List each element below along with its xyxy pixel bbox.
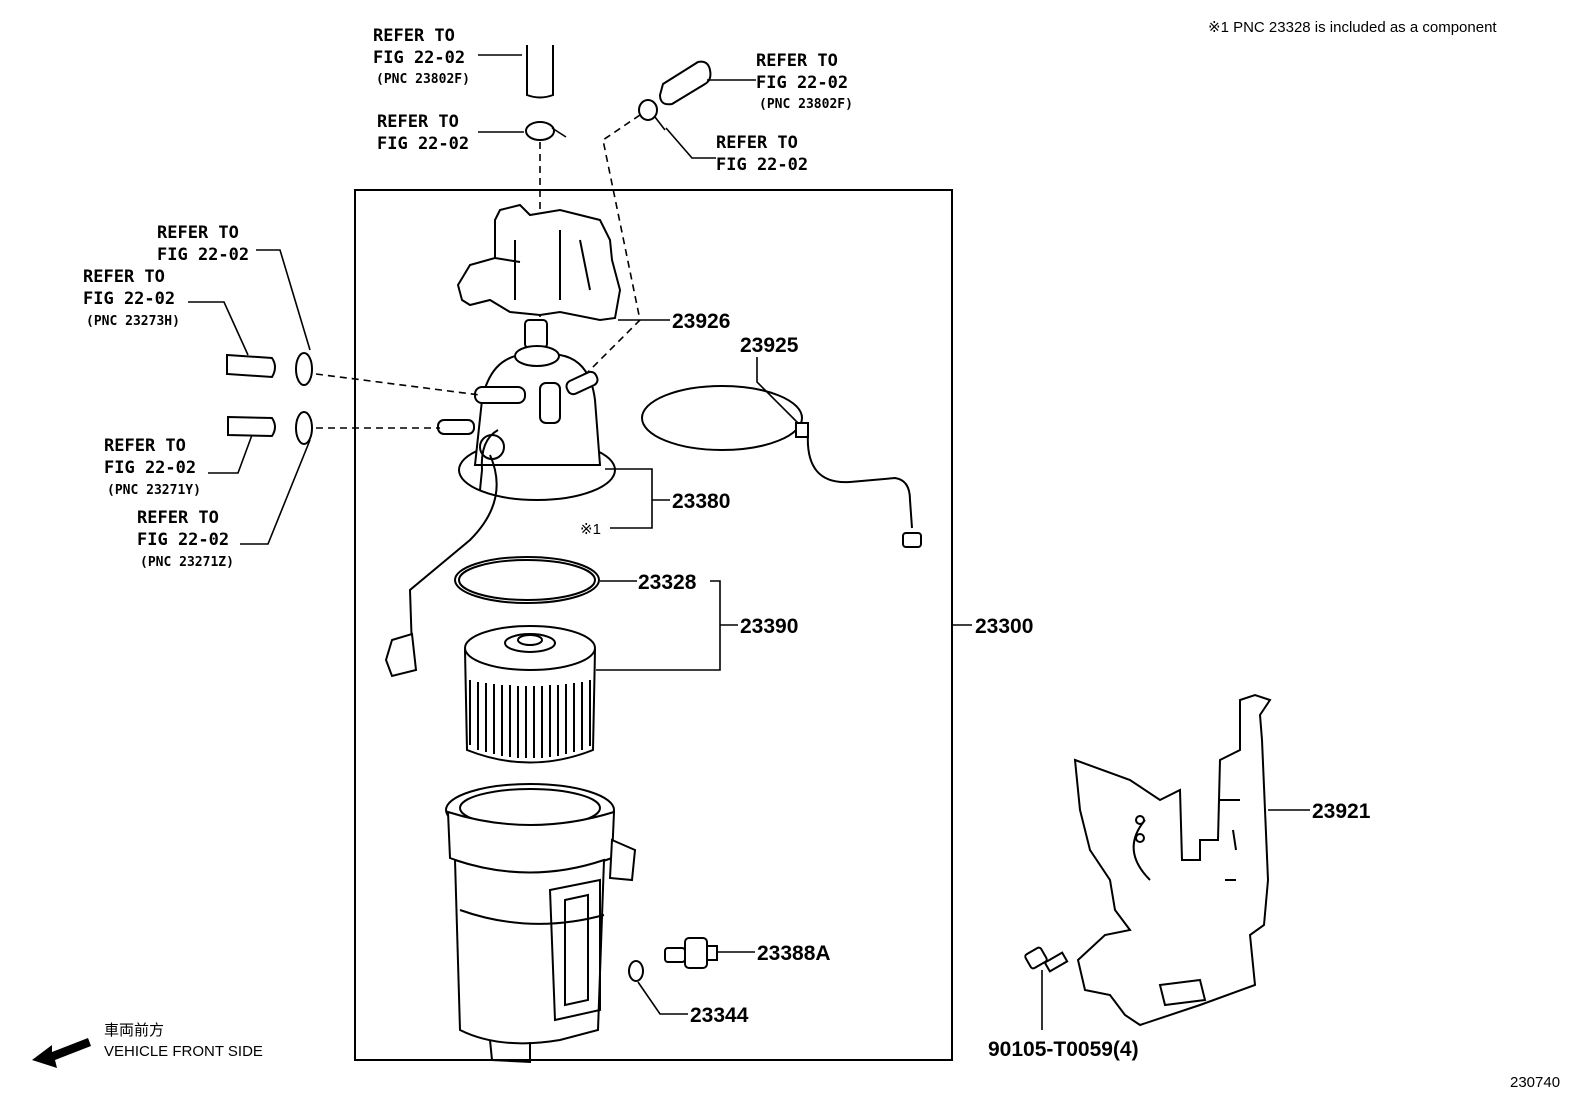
left-hose-a-ref-l2: FIG 22-02 [83, 289, 175, 309]
filter-element-23390-part [463, 625, 597, 764]
left-hose-b-part [227, 415, 276, 438]
part-23380-label: 23380 [672, 490, 730, 513]
sensor-23925-part [641, 385, 922, 548]
leader-23344 [637, 981, 688, 1015]
drain-plug-23388a-part [664, 937, 718, 969]
right-hose-part [658, 60, 712, 106]
top-clamp-ref-l1: REFER TO [377, 112, 459, 132]
tube-bracket [384, 632, 418, 678]
part-23390-label: 23390 [740, 615, 798, 638]
oring-23328-part [454, 556, 600, 604]
left-hose-b-ref-l1: REFER TO [104, 436, 186, 456]
front-label-en: VEHICLE FRONT SIDE [104, 1043, 263, 1060]
cover-23926-part [456, 203, 622, 322]
top-hose-ref-l1: REFER TO [373, 26, 455, 46]
head-tube [408, 454, 498, 651]
left-clamp-b-ref-l1: REFER TO [137, 508, 219, 528]
filter-bowl-part [445, 783, 637, 1064]
leader-left-clamp-b [240, 439, 311, 545]
bracket-23921-part [1073, 693, 1272, 1027]
leader-left-hose-a [188, 301, 249, 356]
top-clamp-ref-l2: FIG 22-02 [377, 134, 469, 154]
right-clamp-part [638, 99, 666, 131]
diagram-id: 230740 [1510, 1074, 1560, 1091]
dash-left-a [315, 373, 481, 396]
leader-left-hose-b [208, 434, 253, 474]
filter-head-23380-part [437, 319, 616, 501]
right-clamp-ref-l2: FIG 22-02 [716, 155, 808, 175]
leader-23925 [756, 357, 799, 424]
left-hose-a-ref-pnc: (PNC 23273H) [86, 314, 180, 329]
part-23925-label: 23925 [740, 334, 799, 357]
left-clamp-b-ref-pnc: (PNC 23271Z) [140, 555, 234, 570]
part-23344-label: 23344 [690, 1004, 749, 1027]
part-23926-label: 23926 [672, 310, 730, 333]
part-90105-label: 90105-T0059(4) [988, 1038, 1139, 1061]
component-note: ※1 PNC 23328 is included as a component [1208, 19, 1497, 36]
part-23388a-label: 23388A [757, 942, 831, 965]
left-clamp-b-part [295, 411, 313, 445]
leader-23390 [596, 580, 721, 671]
right-hose-ref-l1: REFER TO [756, 51, 838, 71]
top-clamp-part [525, 121, 567, 141]
left-hose-a-part [226, 353, 276, 379]
left-clamp-a-part [295, 352, 313, 386]
left-hose-a-ref-l1: REFER TO [83, 267, 165, 287]
left-clamp-b-ref-l2: FIG 22-02 [137, 530, 229, 550]
right-clamp-ref-l1: REFER TO [716, 133, 798, 153]
dash-right-clamp [579, 114, 641, 381]
part-23300-label: 23300 [975, 615, 1033, 638]
top-hose-part [526, 45, 554, 99]
right-hose-ref-l2: FIG 22-02 [756, 73, 848, 93]
part-23328-label: 23328 [638, 571, 697, 594]
part-23921-label: 23921 [1312, 800, 1371, 823]
left-hose-b-ref-pnc: (PNC 23271Y) [107, 483, 201, 498]
leader-23380 [605, 468, 653, 529]
left-clamp-a-ref-l1: REFER TO [157, 223, 239, 243]
top-hose-ref-pnc: (PNC 23802F) [376, 72, 470, 87]
right-hose-ref-pnc: (PNC 23802F) [759, 97, 853, 112]
front-arrow-icon [32, 1038, 91, 1068]
left-hose-b-ref-l2: FIG 22-02 [104, 458, 196, 478]
leader-right-clamp [665, 127, 716, 159]
bolt-90105-part [1024, 946, 1069, 973]
front-label-jp: 車両前方 [104, 1022, 164, 1039]
star1-mark: ※1 [580, 521, 601, 538]
top-hose-ref-l2: FIG 22-02 [373, 48, 465, 68]
oring-23344-part [628, 960, 644, 982]
left-clamp-a-ref-l2: FIG 22-02 [157, 245, 249, 265]
leader-left-clamp-a [256, 249, 311, 351]
